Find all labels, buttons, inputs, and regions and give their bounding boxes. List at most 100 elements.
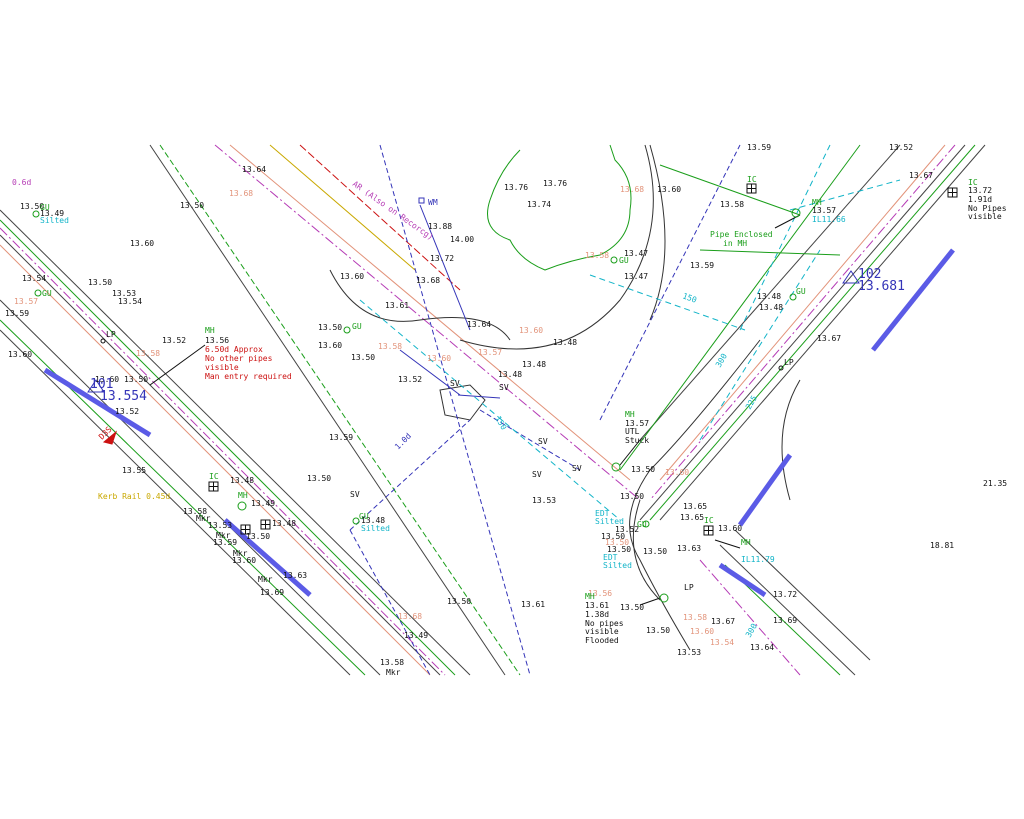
spot-level: 13.68 [416, 276, 440, 285]
spot-level: 13.58 [585, 251, 609, 260]
edt-label: EDT [595, 509, 610, 518]
pipe-size-label: 150 [493, 415, 508, 432]
gully-icon [352, 517, 360, 525]
stop-valve-label: SV [450, 379, 460, 388]
spot-level: 13.58 [136, 349, 160, 358]
spot-level: 13.50 [318, 323, 342, 332]
spot-level: 13.88 [428, 222, 452, 231]
ic-label: IC [747, 175, 757, 184]
pipe-enclosed-note: in MH [723, 239, 747, 248]
manhole-note: 13.57 [812, 206, 836, 215]
spot-level: 13.64 [242, 165, 266, 174]
spot-level: 13.60 [232, 556, 256, 565]
spot-level: 13.57 [478, 348, 502, 357]
spot-level: 13.53 [677, 648, 701, 657]
spot-levels: 0.6d 13.49 13.50 13.60 13.54 13.50 13.53… [5, 143, 1007, 667]
spot-level: 13.69 [260, 588, 284, 597]
spot-level: 13.64 [750, 643, 774, 652]
spot-level: 13.64 [467, 320, 491, 329]
spot-level: 13.48 [522, 360, 546, 369]
spot-level: 13.49 [251, 499, 275, 508]
manhole-note: UTL [625, 427, 640, 436]
spot-level: 13.48 [230, 476, 254, 485]
manhole-label: MH [812, 198, 822, 207]
stop-valve-label: SV [532, 470, 542, 479]
spot-level: 13.55 [122, 466, 146, 475]
manhole-icon [237, 501, 247, 511]
symbols [32, 183, 958, 603]
marker-label: Mkr [258, 575, 273, 584]
marker-label: Mkr [196, 514, 211, 523]
manhole-note: No pipes [585, 619, 624, 628]
spot-level: 18.81 [930, 541, 954, 550]
stop-valve-label: SV [572, 464, 582, 473]
spot-level: 13.50 [88, 278, 112, 287]
spot-level: 13.67 [817, 334, 841, 343]
spot-level: 13.60 [690, 627, 714, 636]
spot-level: 13.54 [22, 274, 46, 283]
lamp-post-label: LP [684, 583, 694, 592]
spot-level: 13.52 [615, 525, 639, 534]
silted-label: Silted [40, 216, 69, 225]
manhole-note: IL11.66 [812, 215, 846, 224]
manhole-note: 1.38d [585, 610, 609, 619]
spot-level: 14.00 [450, 235, 474, 244]
spot-level: 13.74 [527, 200, 551, 209]
pipe-enclosed-note: Pipe Enclosed [710, 230, 773, 239]
pipe-size-label: 150 [681, 291, 698, 304]
linework [0, 144, 986, 676]
spot-level: 13.65 [683, 502, 707, 511]
station-level: 13.554 [100, 389, 147, 404]
manhole-note: Stuck [625, 436, 649, 445]
spot-level: 13.65 [680, 513, 704, 522]
spot-level: 13.48 [553, 338, 577, 347]
spot-level: 13.49 [404, 631, 428, 640]
ic-note: 13.72 [968, 186, 992, 195]
manhole-note: 13.57 [625, 419, 649, 428]
manhole-note: 6.50d Approx [205, 345, 263, 354]
manhole-icon [791, 208, 801, 218]
ic-note: 1.91d [968, 195, 992, 204]
spot-level: 13.63 [283, 571, 307, 580]
pipe-size-label: 300 [744, 622, 759, 639]
spot-level: 13.59 [213, 538, 237, 547]
spot-level: 13.67 [909, 171, 933, 180]
spot-level: 13.72 [430, 254, 454, 263]
manhole-note: visible [205, 363, 239, 372]
gully-label: GU [352, 322, 362, 331]
spot-level: 13.68 [398, 612, 422, 621]
manhole-note: Man entry required [205, 372, 292, 381]
spot-level: 13.72 [773, 590, 797, 599]
manhole-label: MH [205, 326, 215, 335]
manhole-icon [611, 462, 621, 472]
silted-label: Silted [603, 561, 632, 570]
spot-level: 13.52 [398, 375, 422, 384]
gully-label: GU [637, 520, 647, 529]
spot-level: 13.68 [620, 185, 644, 194]
spot-level: 13.48 [759, 303, 783, 312]
spot-level: 13.48 [272, 519, 296, 528]
spot-level: 13.61 [385, 301, 409, 310]
spot-level: 13.58 [183, 507, 207, 516]
spot-level: 13.58 [378, 342, 402, 351]
silted-label: Silted [595, 517, 624, 526]
spot-level: 13.50 [246, 532, 270, 541]
spot-level: 13.50 [124, 375, 148, 384]
manhole-note: Flooded [585, 636, 619, 645]
gully-icon [642, 520, 650, 528]
marker-label: Mkr [233, 549, 248, 558]
manhole-note: IL11.79 [741, 555, 775, 564]
spot-level: 13.50 [631, 465, 655, 474]
lamp-post-icon [778, 365, 784, 371]
spot-level: 13.76 [504, 183, 528, 192]
gully-icon [32, 210, 40, 218]
station-number: 101 [90, 377, 113, 392]
water-meter-label: WM [428, 198, 438, 207]
spot-level: 13.58 [683, 613, 707, 622]
spot-level: 13.60 [519, 326, 543, 335]
spot-level: 13.61 [521, 600, 545, 609]
lamp-post-icon [100, 338, 106, 344]
pipe-label: 1.0d [393, 431, 413, 451]
silted-label: Silted [361, 524, 390, 533]
spot-level: 13.60 [318, 341, 342, 350]
